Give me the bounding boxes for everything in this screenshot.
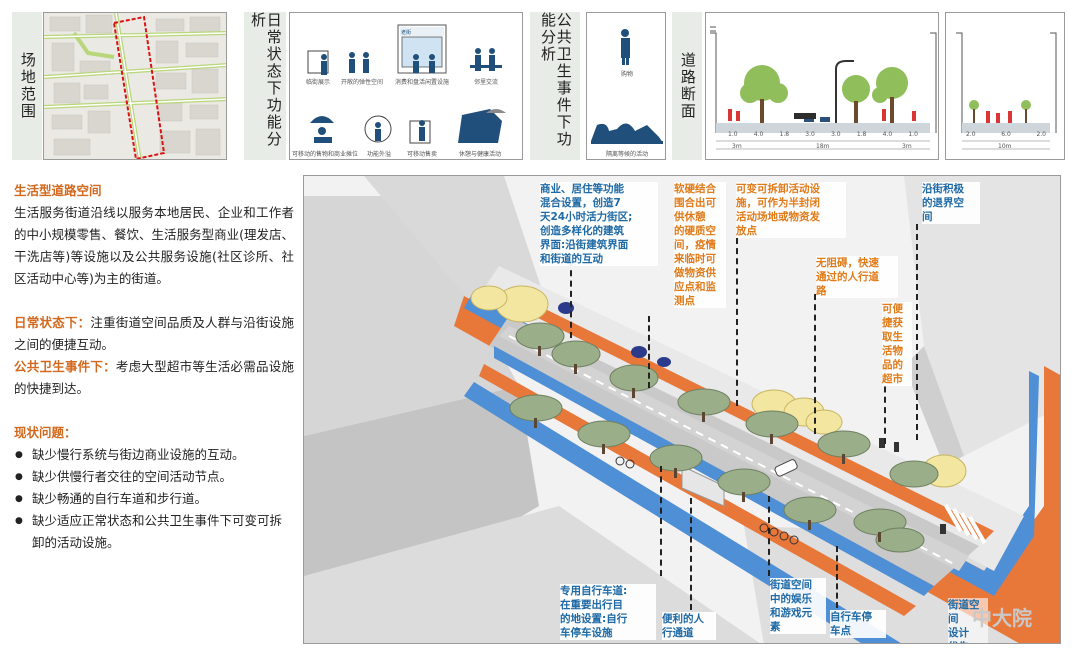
annotation-bike-lane: 专用自行车道: 在重要出行目 的地设置:自行 车停车设施 — [560, 584, 656, 640]
dim-3: 1.8 — [779, 131, 790, 138]
site-range-label: 场地范围 — [12, 12, 42, 160]
daily-caption-5: 功能外溢 — [366, 151, 391, 158]
daily-state-paragraph: 日常状态下：注重街道空间品质及人群与沿街设施之间的便捷互动。 — [14, 312, 294, 356]
public-function-panel: 购物 隔离等候的活动 — [586, 12, 666, 160]
section18-dims: 1.0 4.0 1.8 3.0 3.0 1.8 4.0 1.0 — [728, 131, 918, 138]
dim-6: 1.8 — [856, 131, 867, 138]
dim-2: 4.0 — [753, 131, 764, 138]
leader-line — [736, 238, 738, 406]
daily-caption-3: 邻里交流 — [473, 79, 498, 86]
dim-8: 1.0 — [908, 131, 918, 138]
left-description: 生活型道路空间 生活服务街道沿线以服务本地居民、企业和工作者的中小规模零售、餐饮… — [14, 180, 294, 554]
public-function-label: 公共卫生事件下功能分析 — [530, 12, 580, 160]
road-section-label: 道路断面 — [672, 12, 702, 160]
street-axonometric-drawing — [304, 176, 1060, 643]
section18-total: 18m — [816, 143, 830, 150]
section10-total: 10m — [998, 143, 1012, 150]
daily-caption-7: 休憩与健康活动 — [458, 151, 501, 158]
site-map-image — [44, 13, 226, 159]
dim-c: 2.0 — [1036, 131, 1046, 138]
section18-right-margin: 3m — [902, 143, 912, 150]
annotation-bike-parking: 自行车停 车点 — [830, 610, 886, 638]
shop-sign-text: 老街 — [401, 29, 411, 36]
dim-5: 3.0 — [831, 131, 841, 138]
annotation-play-elements: 街道空间 中的娱乐 和游戏元 素 — [770, 578, 826, 634]
section10-dims: 2.0 6.0 2.0 — [966, 131, 1046, 138]
leader-line — [660, 466, 662, 576]
annotation-pedestrian-passage: 便利的人 行通道 — [662, 612, 716, 640]
watermark: 中大院 — [972, 606, 1032, 630]
annotation-street-priority: 街道空间 设计 优先 — [948, 598, 988, 643]
daily-caption-2: 消费和盘活闲置设施 — [394, 79, 449, 86]
street-axonometric-diagram: 商业、居住等功能 混合设置，创造7 天24小时活力街区; 创造多样化的建筑 界面… — [303, 175, 1061, 644]
issues-title: 现状问题： — [14, 425, 77, 440]
daily-caption-6: 可移动售卖 — [406, 151, 437, 158]
leader-line — [916, 224, 918, 440]
public-caption-1: 隔离等候的活动 — [605, 151, 648, 158]
leader-line — [570, 260, 572, 338]
daily-function-icons: 老街 — [307, 24, 506, 144]
issue-item: 缺少供慢行者交往的空间活动节点。 — [14, 466, 294, 488]
road-section-18m: 1.0 4.0 1.8 3.0 3.0 1.8 4.0 1.0 3m 18m 3… — [705, 12, 939, 160]
dim-b: 6.0 — [1001, 131, 1011, 138]
leader-line — [768, 496, 770, 576]
leader-line — [690, 498, 692, 610]
street-type-title: 生活型道路空间 — [14, 183, 102, 198]
public-state-text: 考虑大型超市等生活必需品设施的快捷到达。 — [14, 359, 294, 396]
issue-item: 缺少慢行系统与街边商业设施的互动。 — [14, 444, 294, 466]
dim-7: 4.0 — [882, 131, 893, 138]
road-section-10m: 2.0 6.0 2.0 10m — [945, 12, 1065, 160]
road-section-18m-drawing — [710, 26, 937, 150]
daily-function-label: 日常状态下功能分析 — [244, 12, 286, 160]
public-state-paragraph: 公共卫生事件下：考虑大型超市等生活必需品设施的快捷到达。 — [14, 356, 294, 400]
public-state-label: 公共卫生事件下： — [14, 359, 116, 374]
annotation-supermarket: 可便 捷获 取生 活物 品的 超市 — [882, 302, 912, 386]
leader-line — [648, 316, 650, 388]
section18-left-margin: 3m — [732, 143, 742, 150]
daily-function-panel: 老街 临街展示 开敞的弹性空间 消费和盘活闲置设施 邻里交流 可移动的售物和商业… — [289, 12, 523, 160]
public-function-icons — [591, 29, 663, 144]
daily-caption-4: 可移动的售物和商业摊位 — [292, 151, 359, 158]
road-section-10m-drawing — [956, 32, 1057, 150]
issue-item: 缺少适应正常状态和公共卫生事件下可变可拆卸的活动设施。 — [14, 510, 294, 554]
leader-line — [814, 294, 816, 434]
annotation-removable-facilities: 可变可拆卸活动设 施，可作为半封闭 活动场地或物资发 放点 — [736, 182, 846, 238]
daily-caption-1: 开敞的弹性空间 — [340, 79, 383, 86]
issues-list: 缺少慢行系统与街边商业设施的互动。 缺少供慢行者交往的空间活动节点。 缺少畅通的… — [14, 444, 294, 554]
street-type-description: 生活服务街道沿线以服务本地居民、企业和工作者的中小规模零售、餐饮、生活服务型商业… — [14, 205, 294, 286]
dim-4: 3.0 — [805, 131, 815, 138]
issue-item: 缺少畅通的自行车道和步行道。 — [14, 488, 294, 510]
annotation-soft-hard-space: 软硬结合 围合出可 供休憩 的硬质空 间，疫情 来临时可 做物资供 应点和监 测… — [674, 182, 726, 308]
public-caption-0: 购物 — [620, 71, 633, 78]
site-map-panel — [43, 12, 227, 160]
dim-a: 2.0 — [966, 131, 976, 138]
annotation-mixed-use: 商业、居住等功能 混合设置，创造7 天24小时活力街区; 创造多样化的建筑 界面… — [540, 182, 658, 266]
dim-1: 1.0 — [728, 131, 738, 138]
daily-state-text: 注重街道空间品质及人群与沿街设施之间的便捷互动。 — [14, 315, 294, 352]
daily-state-label: 日常状态下： — [14, 315, 91, 330]
daily-caption-0: 临街展示 — [305, 79, 330, 86]
leader-line — [836, 546, 838, 608]
annotation-setback-space: 沿街积极 的退界空 间 — [922, 182, 980, 224]
annotation-barrier-free-walkway: 无阻碍，快速 通过的人行道 路 — [816, 256, 898, 298]
